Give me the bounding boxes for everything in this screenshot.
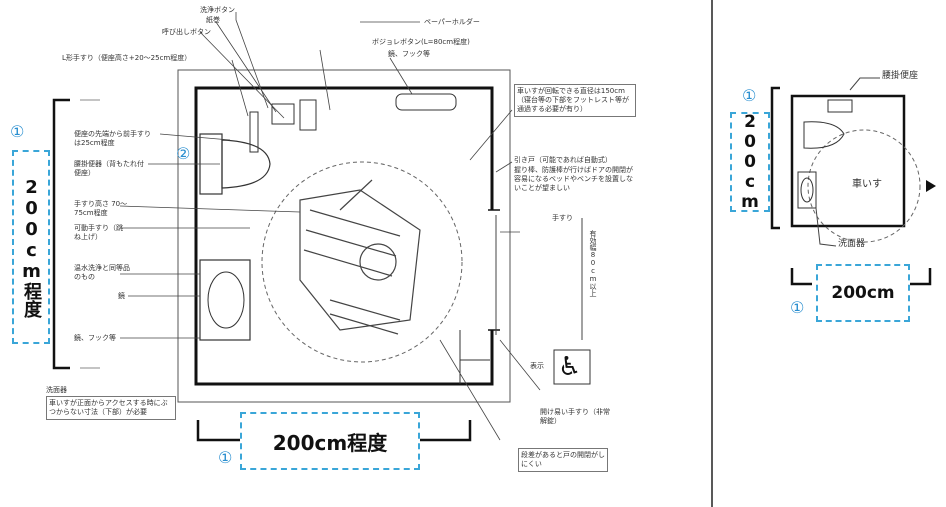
label-washlet-panel: ボジョレボタン(L=80cm程度)	[372, 38, 470, 46]
dim-right-left-box: 200cm	[730, 112, 770, 212]
note-mirror-hook: 鏡、フック等	[74, 334, 116, 342]
note-toilet-type: 腰掛便器（背もたれ付便座）	[74, 160, 144, 177]
label-toilet-right: 腰掛便座	[882, 71, 919, 81]
note-mirror: 鏡	[118, 292, 125, 300]
washbasin-note: 車いすが正面からアクセスする時にぶつからない寸法（下部）が必要	[46, 396, 176, 420]
label-wheelchair-right: 車いす	[852, 179, 882, 190]
door-width-dimension: 有効幅80cm以上	[589, 230, 597, 297]
marker-1-right-bottom: ①	[790, 298, 805, 317]
note-movable-handrail: 可動手すり（跳ね上げ）	[74, 224, 123, 241]
wheelchair-sign-icon: ♿	[558, 352, 582, 382]
washbasin-title: 洗面器	[46, 386, 67, 394]
note-emergency-lock: 開け易い手すり（非常解錠）	[540, 408, 610, 425]
dim-right-bottom-box: 200cm	[816, 264, 910, 322]
label-paper: 紙巻	[206, 16, 220, 24]
label-l-grab-bar: L形手すり（便座高さ+20～25cm程度）	[62, 54, 192, 62]
note-handrail-height: 手すり高さ 70～75cm程度	[74, 200, 128, 217]
sign-label: 表示	[530, 362, 544, 370]
dim-left-box: 200cm程度	[12, 150, 50, 344]
note-turning-diameter: 車いすが回転できる直径は150cm（寝台等の下部をフットレスト等が通過する必要が…	[514, 84, 636, 117]
note-handrail: 手すり	[552, 214, 573, 222]
note-front-handrail: 便座の先端から前手すりは25cm程度	[74, 130, 151, 147]
note-washer: 温水洗浄と同等品のもの	[74, 264, 130, 281]
dim-bottom-box: 200cm程度	[240, 412, 420, 470]
note-step-warning: 段差があると戸の開閉がしにくい	[518, 448, 608, 472]
label-basin-right: 洗面器	[838, 239, 866, 249]
label-hook: 鏡、フック等	[388, 50, 430, 58]
note-sliding-door: 引き戸（可能であれば自動式）	[514, 156, 612, 164]
marker-1-left: ①	[10, 122, 25, 141]
marker-1-bottom: ①	[218, 448, 233, 467]
note-door-ease: 握り棒、防護棒が行けばドアの開閉が容易になるベッドやベンチを設置しないことが望ま…	[514, 166, 633, 192]
label-flush-button: 洗浄ボタン	[200, 6, 235, 14]
label-paper-holder: ペーパーホルダー	[424, 18, 480, 26]
label-call-button: 呼び出しボタン	[162, 28, 211, 36]
marker-2: ②	[176, 144, 191, 163]
marker-1-right-left: ①	[742, 86, 757, 105]
